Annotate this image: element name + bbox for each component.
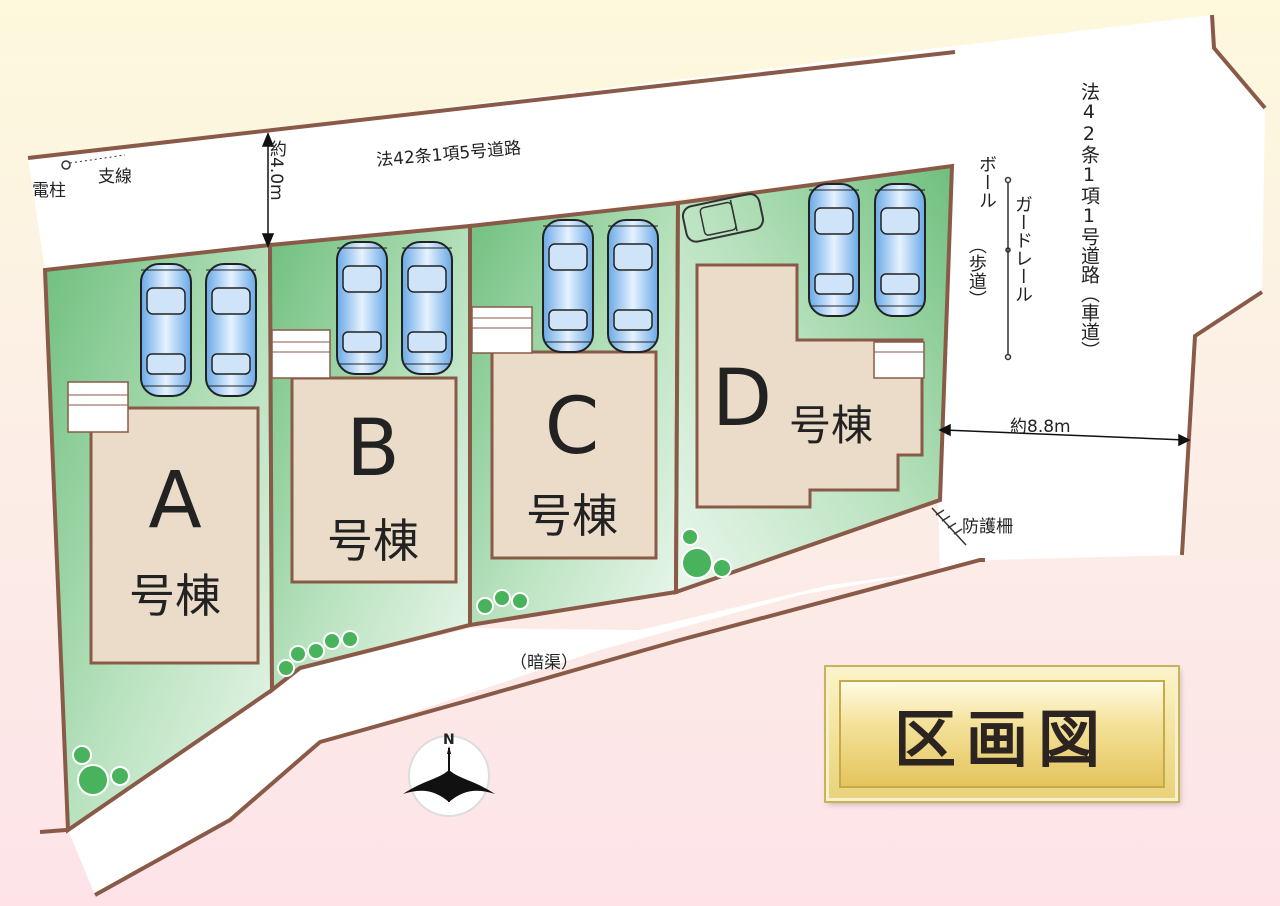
north-road-edge xyxy=(27,50,956,160)
utility-pole-label: 電柱 xyxy=(32,181,66,201)
guardrail-label: ガードレール xyxy=(1011,195,1033,303)
sidewalk-label: （歩道） xyxy=(965,236,987,308)
unit-b-letter: B xyxy=(346,404,400,494)
unit-d-suffix: 号棟 xyxy=(788,401,873,450)
west-edge xyxy=(39,828,67,834)
parked-car xyxy=(542,219,594,353)
parked-car xyxy=(607,219,659,353)
culvert-label: （暗渠） xyxy=(510,653,578,673)
south-road-edge xyxy=(94,558,985,897)
east-road-width-arrow xyxy=(938,423,1191,447)
utility-pole xyxy=(61,154,126,170)
house-d xyxy=(695,263,924,509)
unit-a-letter: A xyxy=(148,456,202,546)
unit-c-suffix: 号棟 xyxy=(526,489,618,543)
steps-a xyxy=(67,381,129,433)
parked-car xyxy=(874,183,926,317)
compass-north-label: N xyxy=(443,732,455,748)
outline-car xyxy=(681,192,765,243)
bollard-label: ボール xyxy=(975,155,997,209)
house-c xyxy=(490,350,658,560)
parked-car xyxy=(401,241,453,375)
protective-fence-label: 防護柵 xyxy=(962,517,1013,537)
east-road-edge xyxy=(1210,14,1267,110)
unit-d-letter: D xyxy=(711,354,773,444)
house-b xyxy=(290,376,458,584)
unit-b-suffix: 号棟 xyxy=(327,514,419,568)
north-compass-icon xyxy=(403,735,495,817)
parked-car xyxy=(140,263,192,397)
steps-d xyxy=(873,341,925,379)
title-plaque-inner: 区画図 xyxy=(839,680,1165,788)
page-title: 区画図 xyxy=(893,703,1110,776)
house-a xyxy=(89,406,260,665)
unit-c-letter: C xyxy=(544,382,600,472)
protective-fence-mark xyxy=(931,507,967,546)
steps-b xyxy=(271,329,331,379)
east-road-width-label: 約8.8m xyxy=(1010,417,1071,437)
east-road-label: 法42条1項1号道路（車道） xyxy=(1077,82,1100,360)
guardrail-line xyxy=(1004,176,1012,361)
parked-car xyxy=(808,183,860,317)
parked-car xyxy=(205,263,257,397)
north-road-width-label: 約4.0m xyxy=(265,140,286,201)
unit-a-suffix: 号棟 xyxy=(129,569,221,623)
parking-cars xyxy=(140,183,926,397)
trees xyxy=(72,528,732,796)
north-road-width-arrow xyxy=(261,132,275,248)
steps-c xyxy=(471,306,533,354)
title-plaque: 区画図 xyxy=(826,667,1178,801)
road-surface xyxy=(28,15,1265,895)
guy-wire-label: 支線 xyxy=(98,167,132,187)
east-road-edge-2 xyxy=(1180,290,1264,556)
parked-car xyxy=(336,241,388,375)
